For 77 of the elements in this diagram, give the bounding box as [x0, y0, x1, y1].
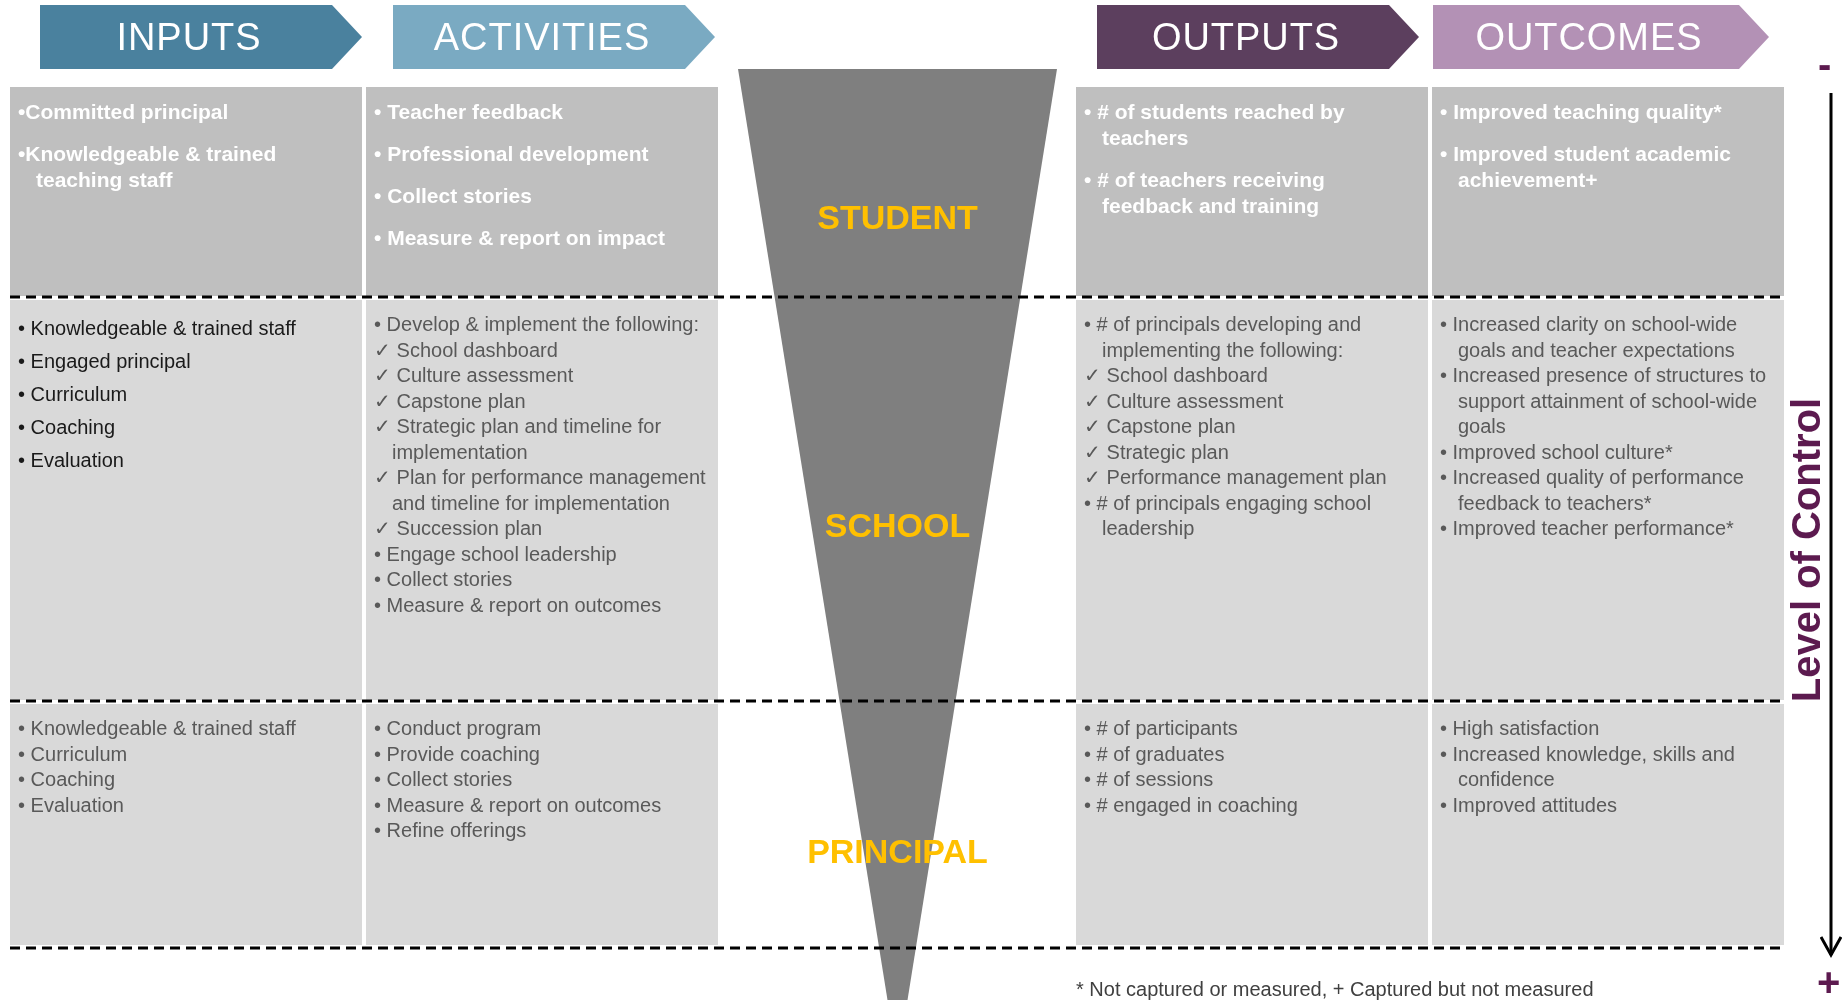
list-item: • Coaching — [18, 767, 117, 792]
list-item: •Knowledgeable & trained teaching staff — [18, 141, 278, 193]
list-item: ✓ Culture assessment — [1084, 388, 1285, 414]
list-item: • Knowledgeable & trained staff — [18, 716, 297, 741]
list-item: • Improved teaching quality* — [1440, 99, 1723, 125]
list-item: • # engaged in coaching — [1084, 792, 1299, 818]
list-item: • Collect stories — [374, 767, 514, 792]
list-item: • # of participants — [1084, 716, 1239, 741]
list-item: ✓ Strategic plan and timeline for implementation — [374, 414, 663, 465]
table-cell — [366, 87, 718, 296]
table-cell — [1432, 300, 1784, 700]
table-cell — [10, 704, 362, 945]
chevron-header: OUTPUTS — [1097, 5, 1419, 69]
list-item: • Increased presence of structures to support attainment of school-wide goals — [1440, 363, 1768, 439]
list-item: • Engaged principal — [18, 349, 192, 374]
list-item: • Increased knowledge, skills and confidence — [1440, 741, 1736, 792]
list-item: • Develop & implement the following: — [374, 312, 700, 337]
list-item: • Improved teacher performance* — [1440, 516, 1735, 541]
list-item: • Collect stories — [374, 567, 514, 592]
list-item: • Professional development — [374, 141, 650, 167]
table-cell — [1076, 704, 1428, 945]
list-item: • Evaluation — [18, 792, 125, 818]
list-item: • # of students reached by teachers — [1084, 99, 1346, 151]
list-item: ✓ Performance management plan — [1084, 465, 1388, 490]
list-item: • Coaching — [18, 415, 117, 440]
level-label: PRINCIPAL — [807, 831, 988, 872]
axis-label: Level of Control — [1783, 397, 1829, 703]
list-item: • Increased clarity on school-wide goals and teacher expectations — [1440, 312, 1739, 363]
list-item: • Curriculum — [18, 741, 129, 767]
list-item: • Refine offerings — [374, 818, 528, 843]
list-item: ✓ Capstone plan — [374, 388, 527, 414]
table-cell — [366, 704, 718, 945]
list-item: • Improved school culture* — [1440, 439, 1674, 465]
list-item: • Measure & report on impact — [374, 225, 666, 251]
list-item: ✓ School dashboard — [1084, 363, 1269, 388]
list-item: • Measure & report on outcomes — [374, 792, 663, 818]
list-item: • Conduct program — [374, 716, 543, 741]
list-item: • # of teachers receiving feedback and training — [1084, 167, 1326, 219]
list-item: ✓ Capstone plan — [1084, 414, 1237, 439]
list-item: • # of principals engaging school leadership — [1084, 490, 1373, 541]
chevron-header: INPUTS — [40, 5, 362, 69]
plus-sign: + — [1817, 962, 1841, 1000]
list-item: • Measure & report on outcomes — [374, 592, 663, 618]
minus-sign: - — [1818, 44, 1832, 84]
footnote: * Not captured or measured, + Captured but not measured — [1076, 977, 1594, 1000]
table-cell — [1076, 300, 1428, 700]
list-item: • Improved student academic achievement+ — [1440, 141, 1732, 193]
table-cell — [1432, 87, 1784, 296]
table-cell — [10, 300, 362, 700]
level-label: SCHOOL — [824, 505, 971, 546]
list-item: • Evaluation — [18, 448, 125, 473]
level-label: STUDENT — [817, 197, 978, 238]
list-item: •Committed principal — [18, 99, 230, 125]
table-cell — [1076, 87, 1428, 296]
list-item: ✓ Plan for performance management and timeline for implementation — [374, 465, 707, 516]
list-item: • Provide coaching — [374, 741, 541, 767]
table-cell — [366, 300, 718, 700]
list-item: • High satisfaction — [1440, 716, 1601, 741]
list-item: • Collect stories — [374, 183, 533, 209]
list-item: • Increased quality of performance feedback to teachers* — [1440, 465, 1745, 516]
list-item: ✓ School dashboard — [374, 337, 559, 363]
chevron-header: ACTIVITIES — [393, 5, 715, 69]
list-item: ✓ Succession plan — [374, 516, 544, 541]
list-item: • # of graduates — [1084, 741, 1226, 767]
list-item: ✓ Strategic plan — [1084, 439, 1230, 465]
table-cell — [1432, 704, 1784, 945]
funnel-triangle — [738, 69, 1057, 1000]
table-cell — [10, 87, 362, 296]
list-item: • Teacher feedback — [374, 99, 565, 125]
list-item: • Engage school leadership — [374, 541, 618, 567]
list-item: • # of principals developing and implementing the following: — [1084, 312, 1363, 363]
list-item: ✓ Culture assessment — [374, 363, 575, 388]
list-item: • Knowledgeable & trained staff — [18, 316, 297, 341]
list-item: • Curriculum — [18, 382, 129, 407]
chevron-header: OUTCOMES — [1433, 5, 1769, 69]
list-item: • Improved attitudes — [1440, 792, 1619, 818]
list-item: • # of sessions — [1084, 767, 1215, 792]
